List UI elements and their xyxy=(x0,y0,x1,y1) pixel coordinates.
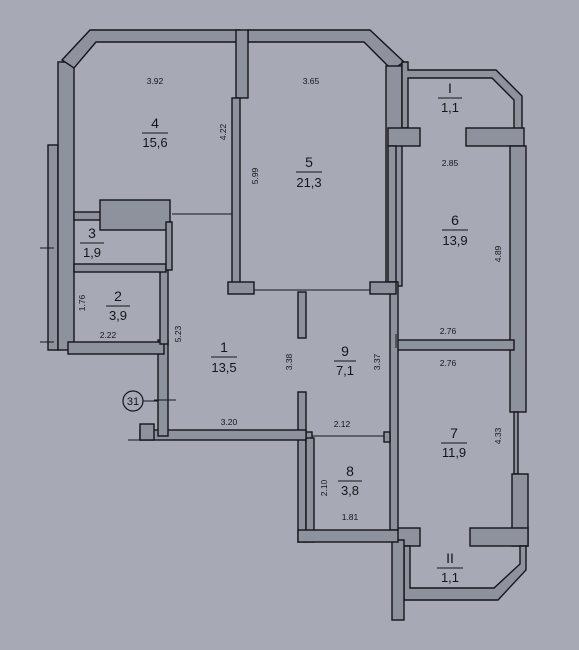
dim-r2-height: 1.76 xyxy=(77,294,87,311)
wall-r6-top-right xyxy=(465,127,525,147)
window-marks xyxy=(40,128,471,546)
dim-r5-height: 5.99 xyxy=(250,167,260,184)
room-2-area: 3,9 xyxy=(109,308,127,323)
wall-r8-left xyxy=(305,437,315,543)
wall-r8-right-lower xyxy=(391,539,405,621)
room-1-number: 1 xyxy=(220,339,228,355)
dim-r1-width: 3.20 xyxy=(221,417,238,427)
room-5-area: 21,3 xyxy=(296,175,321,190)
walls xyxy=(47,29,529,621)
room-3-area: 1,9 xyxy=(83,245,101,260)
dimension-labels: 3.92 4.22 3.65 5.99 2.85 4.89 2.76 2.76 … xyxy=(77,76,503,522)
wall-right-window xyxy=(513,411,519,475)
dim-r4-width: 3.92 xyxy=(147,76,164,86)
room-8-area: 3,8 xyxy=(341,483,359,498)
dim-r9-right: 3.37 xyxy=(372,353,382,370)
dim-r6-bottom: 2.76 xyxy=(440,326,457,336)
wall-r7-bottom-right xyxy=(469,527,529,547)
wall-r8-bottom xyxy=(297,529,399,543)
wall-r9-r7 xyxy=(389,281,399,531)
balcony-ii-number: II xyxy=(446,550,454,566)
wall-block-r3-r4 xyxy=(99,199,171,231)
balcony-ii-frame xyxy=(403,545,527,601)
wall-right-outer xyxy=(509,145,527,413)
dim-r8-height: 2.10 xyxy=(319,479,329,496)
dim-r7-top: 2.76 xyxy=(440,358,457,368)
room-5-number: 5 xyxy=(305,154,313,170)
balcony-ii-area: 1,1 xyxy=(441,570,459,585)
room-3-number: 3 xyxy=(88,225,96,241)
wall-r1-r9-lower xyxy=(297,391,307,543)
room-8-number: 8 xyxy=(346,463,354,479)
room-4-number: 4 xyxy=(151,115,159,131)
wall-r6-r7 xyxy=(395,339,515,351)
room-6-number: 6 xyxy=(451,212,459,228)
wall-r6-left xyxy=(387,145,397,283)
wall-r5-bottom-right xyxy=(369,281,397,295)
room-6-area: 13,9 xyxy=(442,233,467,248)
wall-r2-right xyxy=(159,265,169,345)
room-2-number: 2 xyxy=(114,288,122,304)
wall-r5-bottom-left xyxy=(227,281,255,295)
room-7-area: 11,9 xyxy=(442,445,466,460)
dim-r2-width: 2.22 xyxy=(100,330,117,340)
wall-r2-top xyxy=(73,263,167,273)
wall-r4-r5-upper xyxy=(235,29,249,99)
marker-31: 31 xyxy=(122,390,158,412)
room-9-area: 7,1 xyxy=(336,363,354,378)
dim-r6-height: 4.89 xyxy=(493,245,503,262)
dim-r4-height: 4.22 xyxy=(218,123,228,140)
wall-r2-bottom xyxy=(67,341,165,355)
balcony-i-area: 1,1 xyxy=(441,100,459,115)
room-4-area: 15,6 xyxy=(142,135,167,150)
dim-r8-width: 1.81 xyxy=(342,512,359,522)
dim-r6-width: 2.85 xyxy=(442,158,459,168)
wall-r1-r9-upper xyxy=(297,291,307,339)
wall-r3-right xyxy=(165,221,173,271)
dim-r7-height: 4.33 xyxy=(493,427,503,444)
wall-left-main xyxy=(57,61,75,351)
wall-r6-top-left xyxy=(387,127,421,147)
dim-r9-left: 3.38 xyxy=(284,353,294,370)
wall-r4-r5 xyxy=(231,97,241,285)
room-9-number: 9 xyxy=(341,343,349,359)
balcony-i-number: I xyxy=(448,80,452,96)
wall-r9-bottom-right xyxy=(383,431,391,443)
dim-r5-width: 3.65 xyxy=(303,76,320,86)
wall-entry-corner xyxy=(139,423,155,441)
dim-r1-height: 5.23 xyxy=(173,325,183,342)
dim-r9-bottom: 2.12 xyxy=(334,419,351,429)
marker-label: 31 xyxy=(127,396,139,408)
room-7-number: 7 xyxy=(450,425,458,441)
room-1-area: 13,5 xyxy=(211,360,236,375)
room-labels: 4 15,6 5 21,3 6 13,9 7 11,9 1 13,5 9 7,1… xyxy=(80,80,468,585)
